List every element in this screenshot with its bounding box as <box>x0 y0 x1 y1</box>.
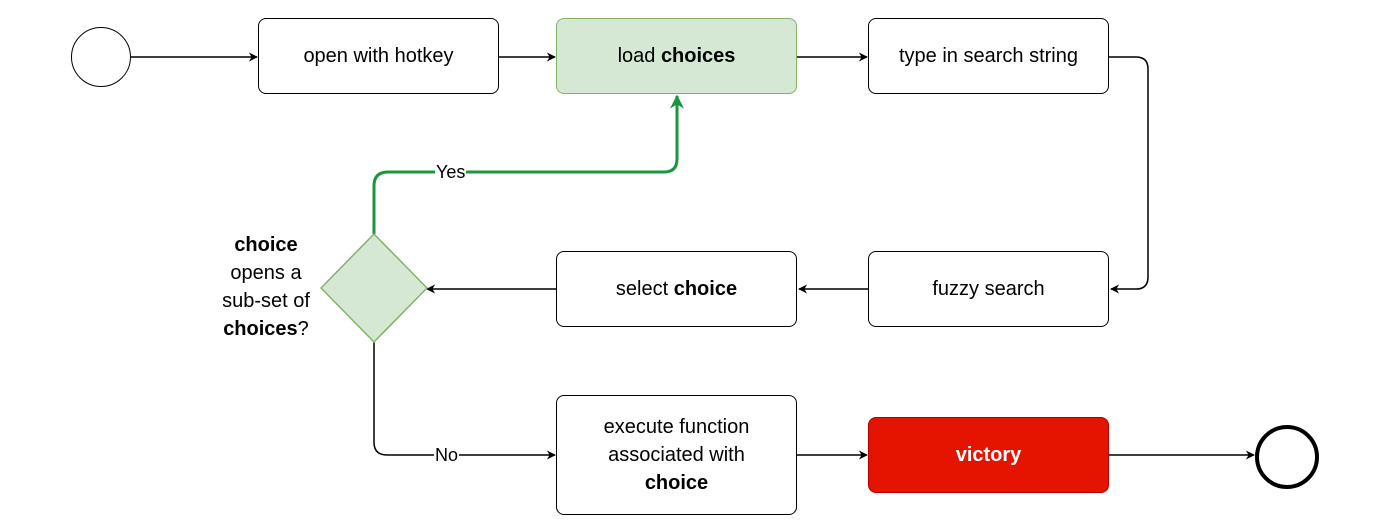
node-select-bold: choice <box>673 278 738 300</box>
decision-label-line3: sub-set of <box>222 290 310 312</box>
node-type-search-string: type in search string <box>868 18 1109 94</box>
decision-label-suffix: ? <box>297 318 309 340</box>
decision-label-line2: opens a <box>230 262 302 284</box>
node-load-label: load <box>617 45 661 67</box>
node-execute-function: execute function associated with choice <box>556 395 797 515</box>
edge-decision-no-to-execute <box>373 342 556 460</box>
decision-diamond <box>320 233 428 343</box>
node-select-choice: select choice <box>556 251 797 327</box>
node-victory-label: victory <box>955 444 1022 466</box>
end-node <box>1255 425 1319 489</box>
start-node <box>71 27 131 87</box>
decision-label-bold1: choice <box>234 234 298 256</box>
node-victory: victory <box>868 417 1109 493</box>
node-fuzzy-label: fuzzy search <box>932 278 1045 300</box>
node-select-label: select <box>615 278 674 300</box>
edge-label-yes: Yes <box>435 162 467 182</box>
node-open-with-hotkey: open with hotkey <box>258 18 499 94</box>
node-open-label: open with hotkey <box>303 45 454 67</box>
node-fuzzy-search: fuzzy search <box>868 251 1109 327</box>
node-load-choices: load choices <box>556 18 797 94</box>
node-type-label: type in search string <box>899 45 1078 67</box>
decision-label-bold2: choices <box>223 318 298 340</box>
node-execute-line1: execute function <box>603 416 750 438</box>
edge-decision-yes-to-load <box>372 94 684 234</box>
edge-label-no: No <box>434 445 460 465</box>
decision-label: choice opens a sub-set of choices? <box>200 231 332 343</box>
node-load-bold: choices <box>660 45 736 67</box>
node-execute-bold: choice <box>644 472 709 494</box>
node-execute-line2: associated with <box>608 444 745 466</box>
edge-type-to-fuzzy <box>1109 56 1149 294</box>
